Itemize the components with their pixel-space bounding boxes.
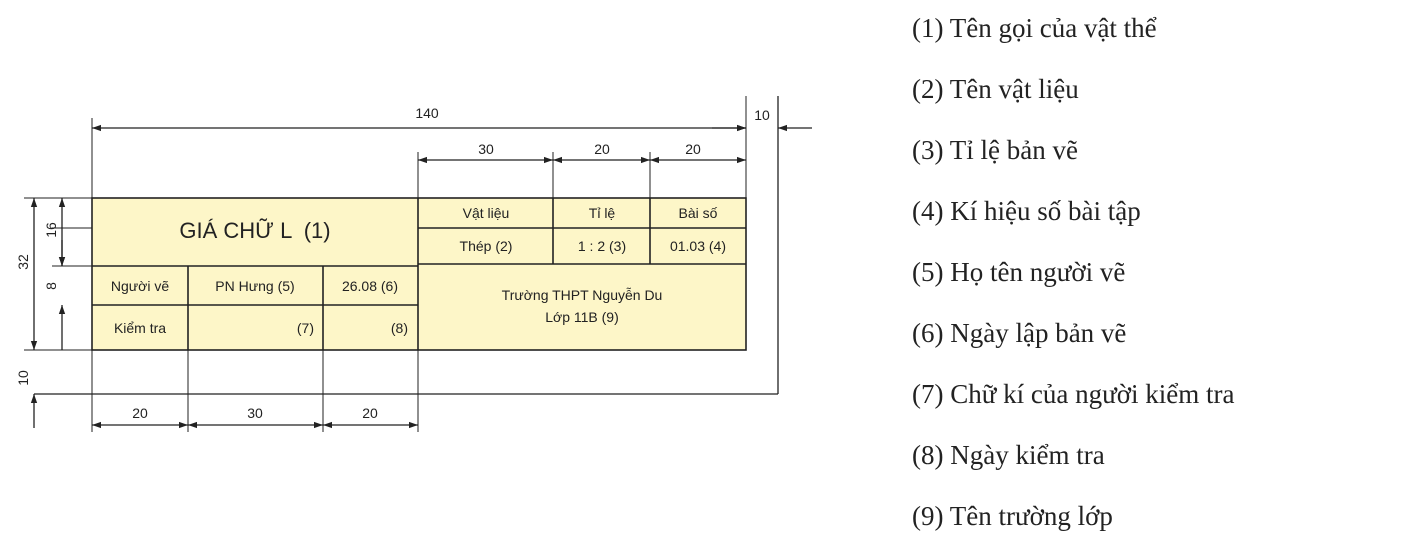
drawn-by-name: PN Hưng (5) (215, 278, 294, 294)
dim-bottom-30-label: 30 (247, 405, 263, 421)
class-name: Lớp 11B (9) (545, 309, 619, 325)
legend-item: (7) Chữ kí của người kiểm tra (912, 379, 1235, 409)
dim-140-label: 140 (415, 105, 439, 121)
material-value: Thép (2) (460, 238, 513, 254)
legend-item: (4) Kí hiệu số bài tập (912, 196, 1141, 226)
dim-16-label: 16 (43, 222, 59, 238)
drawn-date: 26.08 (6) (342, 278, 398, 294)
legend-item: (3) Tỉ lệ bản vẽ (912, 135, 1078, 165)
drawn-by-label: Người vẽ (111, 278, 169, 294)
dim-10-bottom-label: 10 (15, 370, 31, 386)
dim-bottom-20-label: 20 (132, 405, 148, 421)
exercise-no-value: 01.03 (4) (670, 238, 726, 254)
legend-item: (9) Tên trường lớp (912, 501, 1113, 531)
dim-32-label: 32 (15, 254, 31, 270)
legend-item: (2) Tên vật liệu (912, 74, 1079, 104)
checked-date: (8) (391, 320, 408, 336)
title-block-grid (91, 197, 747, 351)
legend-list: (1) Tên gọi của vật thể (2) Tên vật liệu… (912, 6, 1234, 555)
header-scale: Tỉ lệ (589, 205, 616, 221)
checked-signature: (7) (297, 320, 314, 336)
legend-item: (5) Họ tên người vẽ (912, 257, 1126, 287)
school-name: Trường THPT Nguyễn Du (502, 287, 663, 303)
header-exercise: Bài số (679, 205, 718, 221)
frame-lines (34, 96, 779, 395)
dim-20a-label: 20 (594, 141, 610, 157)
legend-item: (6) Ngày lập bản vẽ (912, 318, 1127, 348)
dim-30-label: 30 (478, 141, 494, 157)
title-cell: GIÁ CHỮ L (1) (179, 218, 330, 243)
scale-value: 1 : 2 (3) (578, 238, 626, 254)
legend-item: (1) Tên gọi của vật thể (912, 13, 1157, 43)
checked-label: Kiểm tra (114, 320, 166, 336)
header-material: Vật liệu (463, 205, 510, 221)
title-block-drawing: 140 10 30 20 20 32 16 8 10 20 30 20 GIÁ … (15, 96, 812, 432)
dim-bottom-20b-label: 20 (362, 405, 378, 421)
dim-20b-label: 20 (685, 141, 701, 157)
dim-10-right-label: 10 (754, 107, 770, 123)
title-block-fill (92, 198, 746, 350)
legend-item: (8) Ngày kiểm tra (912, 440, 1105, 470)
dim-8-label: 8 (43, 282, 59, 290)
dimension-lines (30, 124, 812, 429)
